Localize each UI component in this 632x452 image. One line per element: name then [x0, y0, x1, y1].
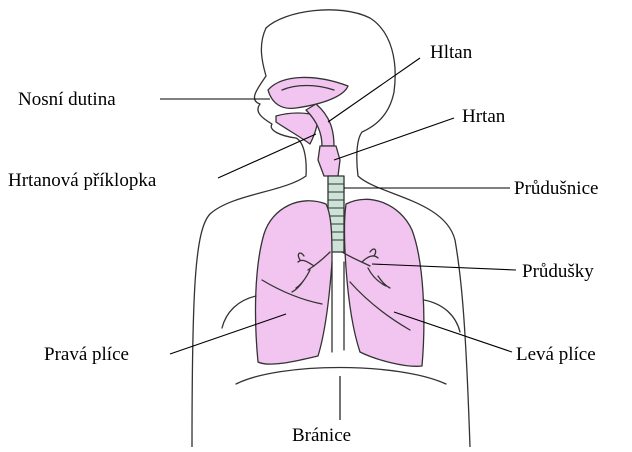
nasal-cavity-shape — [268, 77, 348, 108]
mediastinum-line — [332, 262, 344, 352]
label-right-lung: Pravá plíce — [44, 344, 129, 365]
label-diaphragm: Bránice — [292, 425, 351, 446]
label-larynx: Hrtan — [462, 106, 506, 127]
leader-epiglottis — [218, 134, 316, 178]
rib-left — [424, 300, 460, 332]
diaphragm-shape — [236, 368, 446, 385]
rib-right — [222, 296, 256, 328]
label-bronchi: Průdušky — [522, 261, 594, 282]
larynx-shape — [318, 146, 340, 176]
label-epiglottis: Hrtanová příklopka — [8, 170, 157, 191]
label-nasal-cavity: Nosní dutina — [18, 89, 116, 110]
label-trachea: Průdušnice — [514, 178, 598, 199]
label-left-lung: Levá plíce — [516, 344, 596, 365]
leader-larynx — [334, 118, 454, 160]
label-pharynx: Hltan — [430, 42, 473, 63]
